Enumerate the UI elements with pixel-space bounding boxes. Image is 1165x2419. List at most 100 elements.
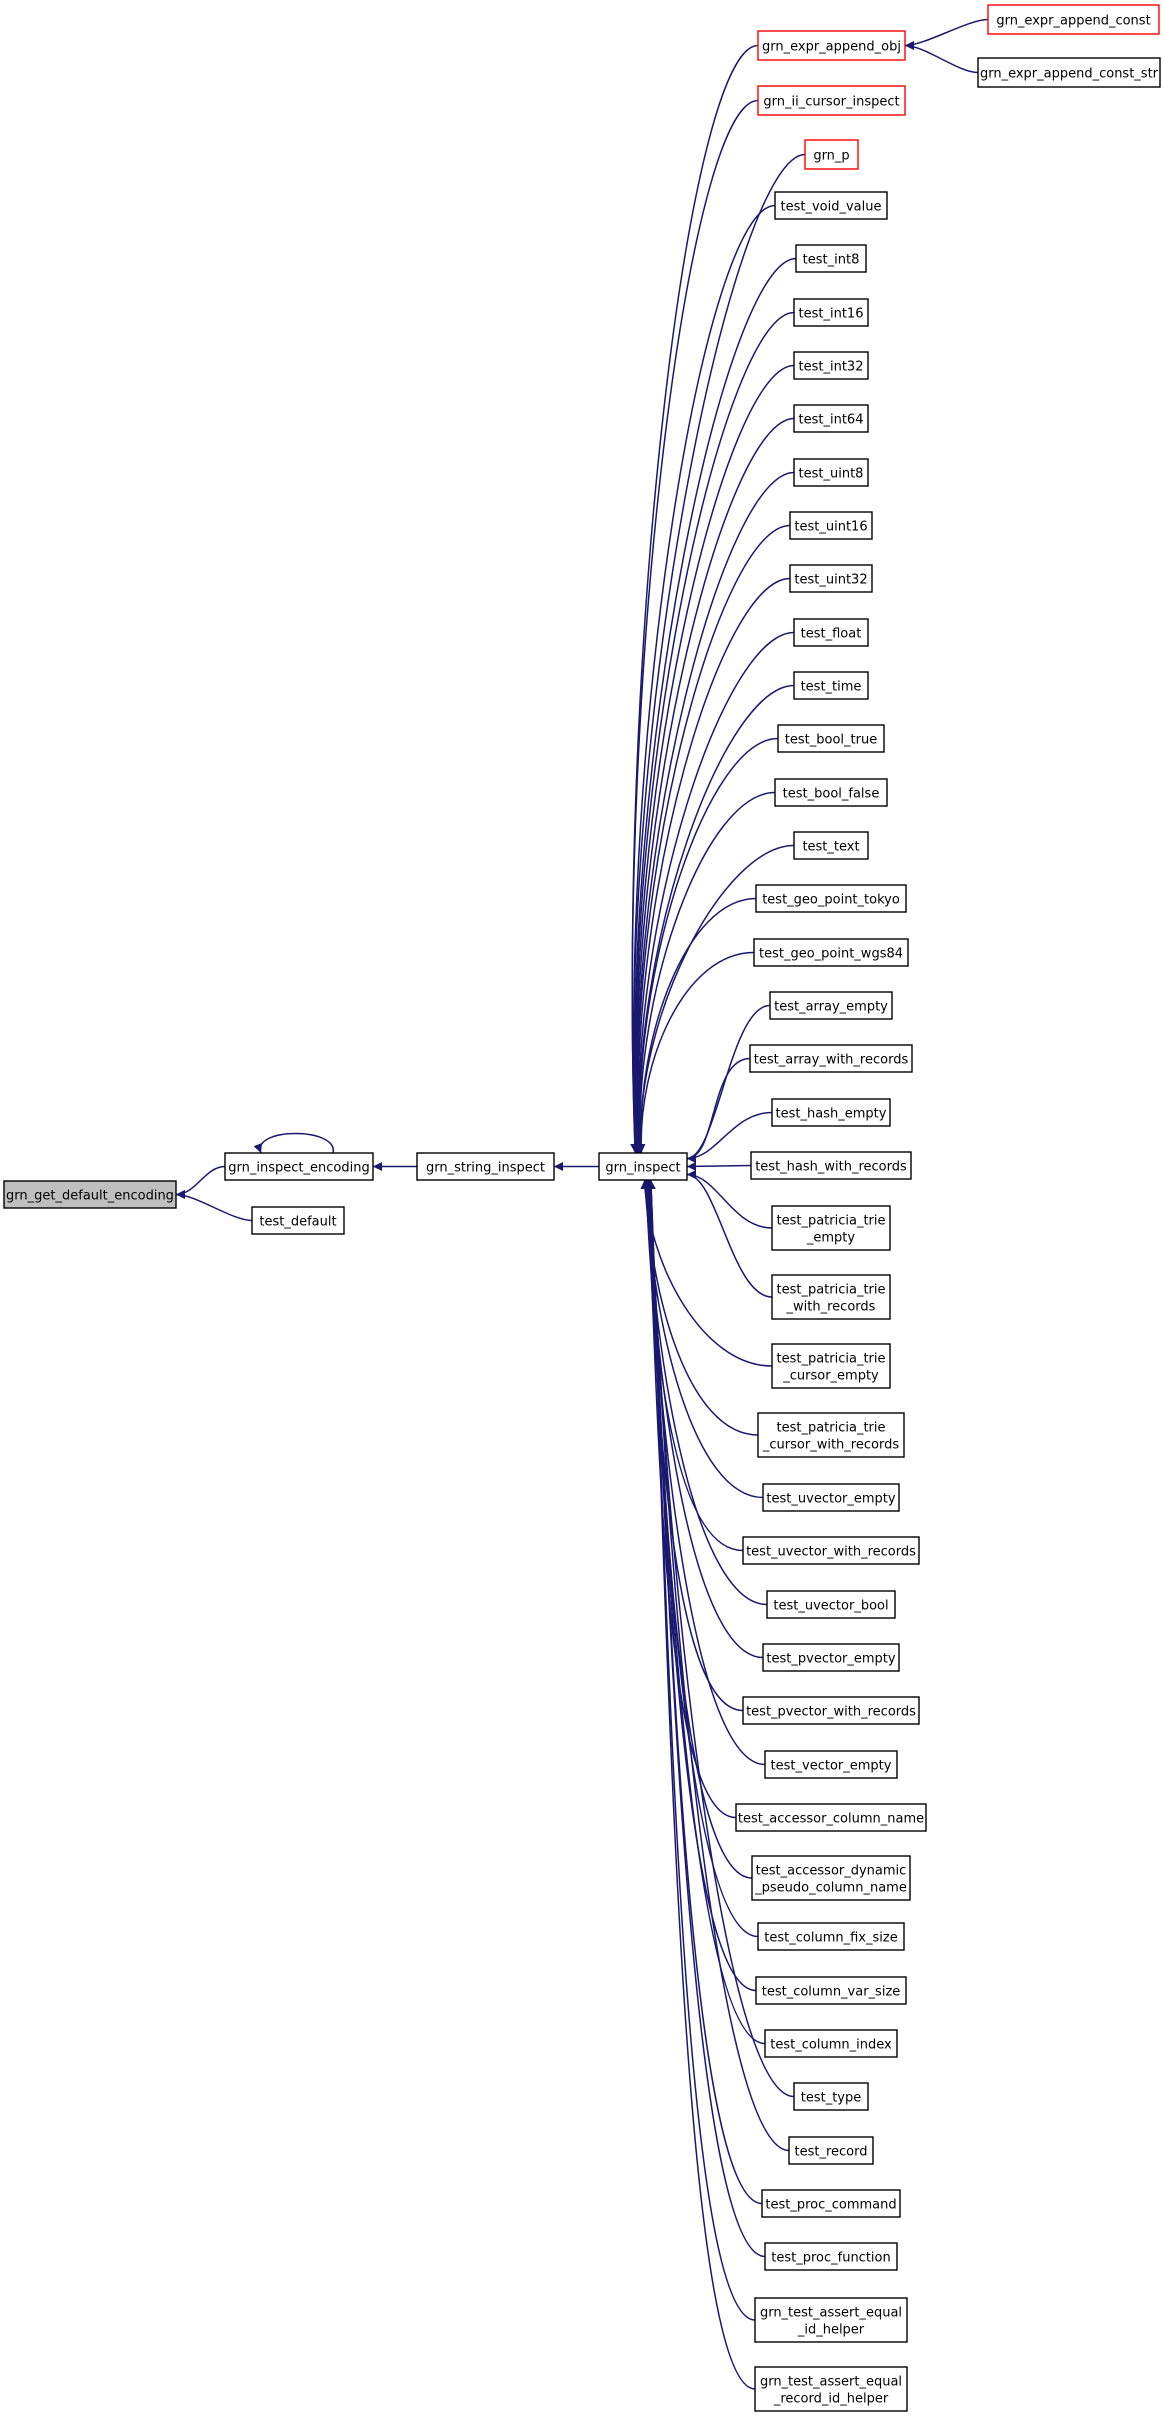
node-test-uint8[interactable]: test_uint8 — [793, 458, 869, 487]
node-test-vector-empty[interactable]: test_vector_empty — [764, 1750, 898, 1779]
node-expr-append-const[interactable]: grn_expr_append_const — [987, 4, 1160, 35]
node-test-patricia-trie-cursor-empty[interactable]: test_patricia_trie_cursor_empty — [771, 1343, 891, 1389]
node-test-record[interactable]: test_record — [788, 2136, 874, 2165]
node-label: test_pvector_with_records — [746, 1705, 916, 1720]
node-test-geo-point-tokyo[interactable]: test_geo_point_tokyo — [755, 884, 907, 913]
node-ii-cursor-inspect[interactable]: grn_ii_cursor_inspect — [757, 85, 906, 116]
node-expr-append-obj[interactable]: grn_expr_append_obj — [757, 30, 906, 61]
node-test-uint16[interactable]: test_uint16 — [789, 511, 873, 540]
node-grn-p[interactable]: grn_p — [804, 139, 859, 170]
edge-test_void_value-to-inspect — [630, 204, 776, 1154]
node-box — [754, 2297, 908, 2343]
edge-test_time-to-inspect — [634, 684, 795, 1154]
node-label: test_column_fix_size — [764, 1931, 897, 1946]
node-box — [757, 1412, 905, 1458]
edge-test_patricia_trie_empty-to-inspect — [686, 1170, 773, 1229]
node-test-int32[interactable]: test_int32 — [793, 351, 869, 380]
node-test-uvector-bool[interactable]: test_uvector_bool — [766, 1590, 896, 1619]
nodes-layer: grn_get_default_encoding grn_inspect_enco… — [3, 4, 1161, 2412]
node-box — [774, 191, 888, 220]
node-test-type[interactable]: test_type — [793, 2082, 869, 2111]
node-test-geo-point-wgs84[interactable]: test_geo_point_wgs84 — [753, 938, 909, 967]
node-test-text[interactable]: test_text — [793, 831, 869, 860]
node-test-accessor-column-name[interactable]: test_accessor_column_name — [735, 1803, 927, 1832]
node-box — [789, 564, 873, 593]
node-test-pvector-empty[interactable]: test_pvector_empty — [762, 1643, 900, 1672]
node-box — [793, 671, 869, 700]
node-test-uint32[interactable]: test_uint32 — [789, 564, 873, 593]
node-box — [755, 884, 907, 913]
node-test-time[interactable]: test_time — [793, 671, 869, 700]
node-test-patricia-trie-cursor-with-records[interactable]: test_patricia_trie_cursor_with_records — [757, 1412, 905, 1458]
node-test-column-fix-size[interactable]: test_column_fix_size — [757, 1922, 905, 1951]
node-label: test_proc_function — [771, 2251, 890, 2266]
edge-expr_append_const-to-expr_append_obj — [904, 18, 989, 50]
node-test-hash-empty[interactable]: test_hash_empty — [771, 1098, 891, 1127]
node-test-patricia-trie-empty[interactable]: test_patricia_trie _empty — [771, 1205, 891, 1251]
node-test-array-with-records[interactable]: test_array_with_records — [749, 1044, 913, 1073]
node-test-accessor-dynamic-pseudo-column-name[interactable]: test_accessor_dynamic_pseudo_column_name — [751, 1855, 911, 1901]
node-test-array-empty[interactable]: test_array_empty — [769, 991, 893, 1020]
node-inspect-encoding[interactable]: grn_inspect_encoding — [224, 1152, 374, 1181]
node-box — [762, 1483, 900, 1512]
edge-test_uint16-to-inspect — [633, 524, 791, 1154]
node-label: test_hash_with_records — [755, 1160, 907, 1175]
node-test-hash-with-records[interactable]: test_hash_with_records — [750, 1151, 912, 1180]
node-test-default[interactable]: test_default — [251, 1206, 345, 1235]
node-default-encoding[interactable]: grn_get_default_encoding — [3, 1180, 177, 1209]
edge-test_uint8-to-inspect — [632, 471, 795, 1154]
node-label: test_patricia_trie — [776, 1421, 885, 1436]
node-label: test_array_empty — [774, 1000, 888, 1015]
node-test-int8[interactable]: test_int8 — [795, 244, 867, 273]
node-box — [793, 831, 869, 860]
node-test-bool-false[interactable]: test_bool_false — [774, 778, 888, 807]
edge-test_bool_false-to-inspect — [635, 791, 776, 1154]
node-box — [804, 139, 859, 170]
edge-test_int8-to-inspect — [631, 257, 797, 1154]
node-test-proc-command[interactable]: test_proc_command — [761, 2189, 901, 2218]
node-test-uvector-empty[interactable]: test_uvector_empty — [762, 1483, 900, 1512]
node-box — [762, 1643, 900, 1672]
node-box — [793, 618, 869, 647]
node-label: test_pvector_empty — [766, 1652, 895, 1667]
edge-test_array_with_records-to-inspect — [686, 1057, 751, 1163]
node-label: test_accessor_dynamic — [756, 1864, 907, 1879]
node-box — [764, 1750, 898, 1779]
node-test-int16[interactable]: test_int16 — [793, 298, 869, 327]
edge-inspect_encoding-to-default_encoding — [175, 1165, 226, 1199]
node-test-uvector-with-records[interactable]: test_uvector_with_records — [742, 1536, 920, 1565]
node-box — [788, 2136, 874, 2165]
node-test-patricia-trie-with-records[interactable]: test_patricia_trie_with_records — [771, 1274, 891, 1320]
node-string-inspect[interactable]: grn_string_inspect — [416, 1152, 555, 1181]
node-label: _record_id_helper — [773, 2392, 889, 2407]
node-box — [3, 1180, 177, 1209]
node-label: test_array_with_records — [754, 1053, 909, 1068]
node-label: test_geo_point_tokyo — [762, 893, 900, 908]
node-box — [764, 2242, 898, 2271]
edge-test_uint32-to-inspect — [633, 577, 791, 1154]
node-label: grn_inspect — [605, 1161, 680, 1176]
node-test-void-value[interactable]: test_void_value — [774, 191, 888, 220]
node-inspect[interactable]: grn_inspect — [598, 1152, 688, 1181]
edge-expr_append_const_str-to-expr_append_obj — [904, 41, 979, 74]
edge-test_int32-to-inspect — [632, 364, 795, 1154]
node-label: grn_get_default_encoding — [6, 1189, 174, 1204]
node-expr-append-const-str[interactable]: grn_expr_append_const_str — [977, 57, 1161, 88]
node-test-column-index[interactable]: test_column_index — [764, 2029, 898, 2058]
node-test-int64[interactable]: test_int64 — [793, 404, 869, 433]
node-grn-test-assert-equal-id-helper[interactable]: grn_test_assert_equal_id_helper — [754, 2297, 908, 2343]
node-test-pvector-with-records[interactable]: test_pvector_with_records — [742, 1696, 920, 1725]
node-box — [761, 2189, 901, 2218]
edge-test_patricia_trie_with_records-to-inspect — [686, 1170, 773, 1298]
edge-test_bool_true-to-inspect — [634, 737, 779, 1154]
node-grn-test-assert-equal-record-id-helper[interactable]: grn_test_assert_equal_record_id_helper — [754, 2366, 908, 2412]
node-test-float[interactable]: test_float — [793, 618, 869, 647]
node-label: test_bool_true — [785, 733, 877, 748]
node-box — [977, 57, 1161, 88]
node-test-proc-function[interactable]: test_proc_function — [764, 2242, 898, 2271]
edges-layer — [175, 18, 989, 2390]
node-label: test_patricia_trie — [776, 1214, 885, 1229]
node-test-bool-true[interactable]: test_bool_true — [777, 724, 885, 753]
node-label: _empty — [806, 1231, 856, 1246]
node-test-column-var-size[interactable]: test_column_var_size — [755, 1976, 907, 2005]
